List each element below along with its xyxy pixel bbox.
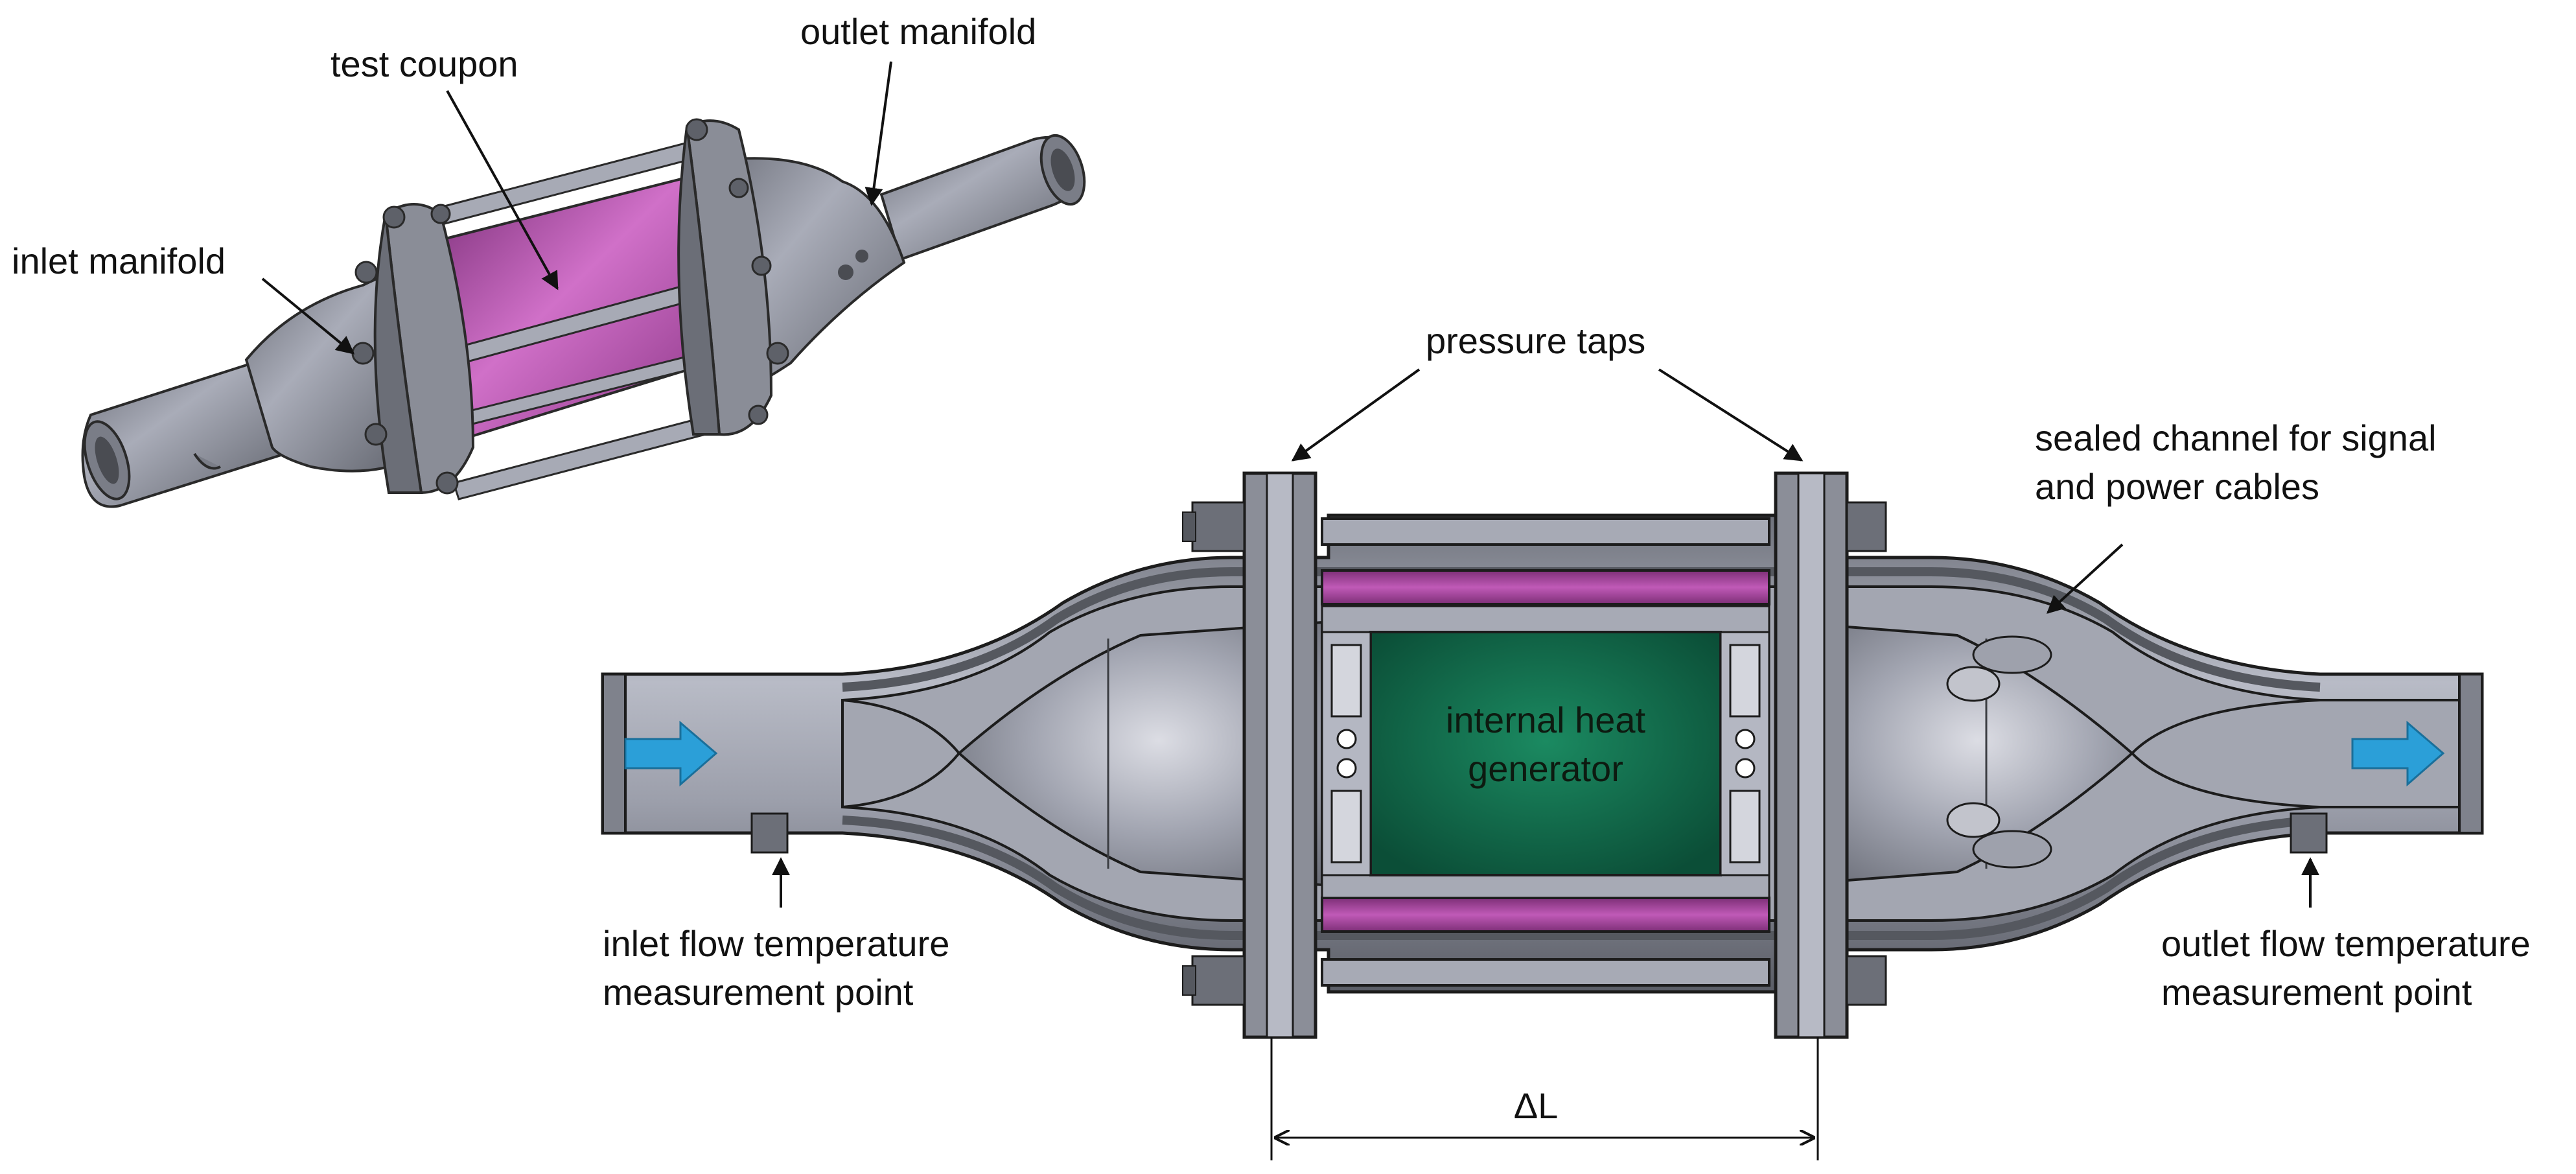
isometric-view (81, 118, 1086, 508)
section-rod-top (1321, 517, 1770, 546)
section-right-flange (1774, 471, 1887, 1039)
leader-pressure-tap-right (1658, 368, 1804, 462)
internal-heat-generator (1369, 631, 1722, 876)
label-pressure-taps: pressure taps (1426, 320, 1645, 361)
leader-inlet-manifold (261, 277, 355, 355)
label-test-coupon: test coupon (331, 43, 518, 84)
right-arrow-icon (2351, 720, 2445, 787)
section-rod-bottom (1321, 958, 1770, 987)
label-outlet-temp-line2: measurement point (2161, 972, 2472, 1013)
right-arrow-icon (624, 720, 718, 787)
leader-sealed-channel (2046, 543, 2124, 614)
section-view (601, 471, 2484, 1039)
leader-outlet-manifold (864, 61, 892, 206)
label-internal-heat-line2: generator (1468, 748, 1623, 789)
section-coupon-bottom (1321, 897, 1770, 933)
leader-pressure-tap-left (1291, 368, 1421, 462)
inlet-temp-port (750, 812, 789, 854)
section-supports-left (1321, 631, 1372, 876)
label-inlet-manifold: inlet manifold (12, 241, 226, 281)
label-inlet-temp-line1: inlet flow temperature (603, 923, 949, 964)
delta-l-dimension (1270, 1037, 1819, 1160)
label-internal-heat-line1: internal heat (1446, 699, 1646, 740)
label-inlet-temp-line2: measurement point (603, 972, 914, 1013)
section-supports-right (1719, 631, 1770, 876)
outlet-temp-port (2290, 812, 2328, 854)
label-outlet-manifold: outlet manifold (800, 11, 1036, 52)
label-delta-l: ΔL (1514, 1085, 1559, 1126)
section-left-flange (1182, 471, 1317, 1039)
label-sealed-channel-line2: and power cables (2035, 466, 2319, 507)
leader-test-coupon (446, 90, 559, 290)
label-outlet-temp-line1: outlet flow temperature (2161, 923, 2531, 964)
section-coupon-top (1321, 569, 1770, 605)
label-sealed-channel-line1: sealed channel for signal (2035, 417, 2437, 458)
